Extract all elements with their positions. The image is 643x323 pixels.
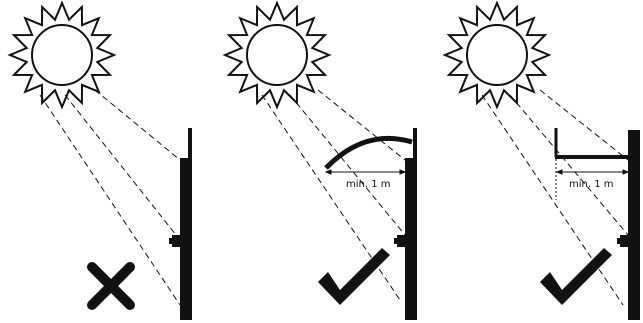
panel-curved-awning: min. 1 m bbox=[225, 3, 417, 320]
sun-rays bbox=[482, 90, 628, 305]
sun-rays bbox=[40, 90, 180, 305]
sun-rays bbox=[262, 90, 405, 300]
clearance-dimension bbox=[326, 170, 405, 174]
check-icon bbox=[540, 248, 612, 305]
panel-flat-canopy: min. 1 m bbox=[445, 3, 640, 320]
check-icon bbox=[318, 248, 390, 305]
wall-mounted-device bbox=[169, 235, 181, 247]
clearance-label: min. 1 m bbox=[569, 179, 614, 190]
cross-icon bbox=[92, 267, 130, 305]
wall bbox=[180, 158, 192, 320]
wall-mounted-device bbox=[394, 235, 406, 247]
wall-cap bbox=[413, 128, 417, 160]
wall bbox=[628, 130, 640, 320]
sun-disc bbox=[247, 25, 307, 85]
wall-mounted-device bbox=[617, 235, 629, 247]
clearance-label: min. 1 m bbox=[346, 179, 391, 190]
wall bbox=[405, 158, 417, 320]
sun-disc bbox=[32, 25, 92, 85]
panel-unshaded bbox=[10, 3, 192, 320]
sun-icon bbox=[445, 3, 549, 107]
flat-canopy bbox=[555, 155, 629, 159]
wall-cap bbox=[188, 128, 192, 160]
clearance-dimension bbox=[557, 170, 628, 174]
sun-icon bbox=[10, 3, 114, 107]
curved-awning bbox=[326, 138, 412, 168]
sun-disc bbox=[467, 25, 527, 85]
sun-icon bbox=[225, 3, 329, 107]
